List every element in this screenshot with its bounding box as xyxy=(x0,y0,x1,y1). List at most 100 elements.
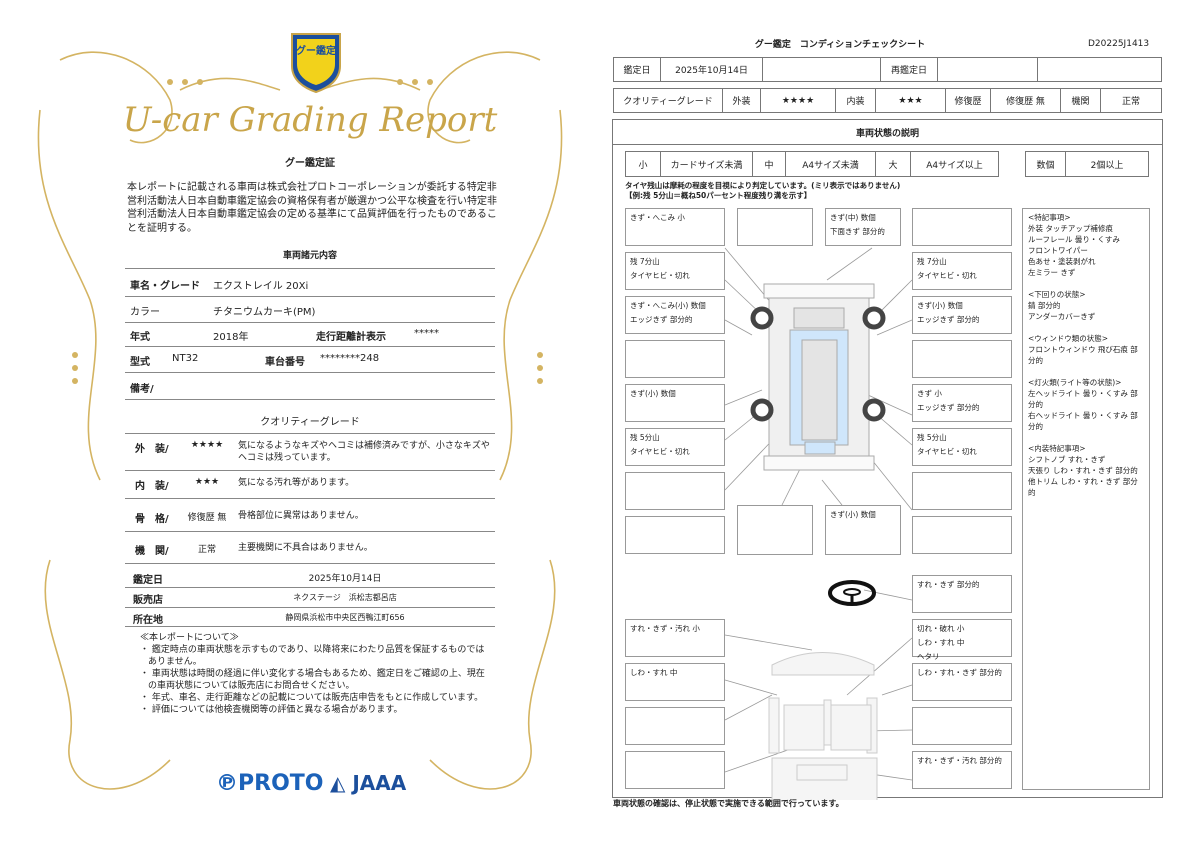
ext-value: ★★★★ xyxy=(760,88,836,113)
grade-row-label: 外 装/ xyxy=(135,444,169,455)
color-label: カラー xyxy=(130,307,160,318)
logo-text: グー鑑定 xyxy=(296,46,336,57)
remarks-label: 備考/ xyxy=(130,384,154,395)
model-value: NT32 xyxy=(172,353,199,364)
year-value: 2018年 xyxy=(213,332,249,343)
condition-box: すれ・きず 部分的 xyxy=(912,575,1012,613)
sheet-title: グー鑑定 コンディションチェックシート xyxy=(754,40,926,50)
condition-box xyxy=(625,472,725,510)
blank-cell xyxy=(762,57,881,82)
condition-box: 残 5分山 タイヤヒビ・切れ xyxy=(625,428,725,466)
car-top-view xyxy=(763,283,875,471)
condition-box: きず(小) 数個 エッジきず 部分的 xyxy=(912,296,1012,334)
year-label: 年式 xyxy=(130,332,150,343)
condition-box: しわ・すれ・きず 部分的 xyxy=(912,663,1012,701)
chassis-label: 車台番号 xyxy=(265,357,305,368)
count-value: 2個以上 xyxy=(1065,151,1149,177)
engine-value: 正常 xyxy=(1100,88,1162,113)
repair-label: 修復歴 xyxy=(945,88,991,113)
condition-box: すれ・きず・汚れ 部分的 xyxy=(912,751,1012,789)
size-legend-cell: カードサイズ未満 xyxy=(660,151,753,177)
condition-box xyxy=(912,516,1012,554)
car-interior-view xyxy=(768,652,878,800)
grade-row-label: 内 装/ xyxy=(135,481,169,492)
tire-note-1: タイヤ残山は摩耗の程度を目視により判定しています。(ミリ表示ではありません) xyxy=(625,181,901,190)
size-legend-cell: A4サイズ未満 xyxy=(785,151,876,177)
grade-row-label: 骨 格/ xyxy=(135,514,169,525)
address-label: 所在地 xyxy=(133,615,163,626)
condition-box xyxy=(625,516,725,554)
size-legend-cell: A4サイズ以上 xyxy=(910,151,999,177)
grade-row-label: 機 関/ xyxy=(135,546,169,557)
inspect-date-label: 鑑定日 xyxy=(613,57,661,82)
date-label: 鑑定日 xyxy=(133,575,163,586)
about-item: ・ 評価については他検査機関等の評価と異なる場合があります。 xyxy=(140,705,403,715)
condition-box: きず(中) 数個 下面きず 部分的 xyxy=(825,208,901,246)
condition-box: 残 7分山 タイヤヒビ・切れ xyxy=(912,252,1012,290)
vehicle-diagram xyxy=(724,247,913,800)
jaaa-logo: ◭ JAAA xyxy=(330,771,407,795)
cert-heading: グー鑑定証 xyxy=(285,158,335,169)
goo-kantei-logo xyxy=(291,33,341,94)
repair-value: 修復歴 無 xyxy=(990,88,1061,113)
size-legend-cell: 大 xyxy=(875,151,911,177)
about-item: ・ 車両状態は時間の経過に伴い変化する場合もあるため、鑑定日をご確認の上、現在の… xyxy=(140,669,485,691)
shop-label: 販売店 xyxy=(133,595,163,606)
ext-label: 外装 xyxy=(722,88,761,113)
about-item: ・ 年式、車名、走行距離などの記載については販売店申告をもとに作成しています。 xyxy=(140,693,484,703)
condition-box: きず・へこみ 小 xyxy=(625,208,725,246)
reinspect-value xyxy=(937,57,1038,82)
condition-box xyxy=(912,472,1012,510)
count-label: 数個 xyxy=(1025,151,1066,177)
condition-box xyxy=(912,707,1012,745)
grade-row-value: ★★★★ xyxy=(190,440,224,450)
grade-row-desc: 気になるようなキズやヘコミは補修済みですが、小さなキズやヘコミは残っています。 xyxy=(238,441,490,463)
condition-box: 切れ・破れ 小 しわ・すれ 中 ヘタリ xyxy=(912,619,1012,661)
about-heading: ≪本レポートについて≫ xyxy=(140,633,239,643)
engine-label: 機関 xyxy=(1060,88,1101,113)
report-title: U-car Grading Report xyxy=(122,100,498,140)
grade-row-desc: 主要機関に不具合はありません。 xyxy=(238,543,373,553)
about-section: ≪本レポートについて≫ ・ 鑑定時点の車両状態を示すものであり、以降将来にわたり… xyxy=(140,632,490,716)
color-value: チタニウムカーキ(PM) xyxy=(213,307,316,318)
grade-label: クオリティーグレード xyxy=(613,88,723,113)
doc-id: D20225J1413 xyxy=(1088,39,1150,49)
condition-box: きず(小) 数個 xyxy=(625,384,725,422)
shop-value: ネクステージ 浜松志都呂店 xyxy=(293,593,397,602)
grade-row-value: ★★★ xyxy=(194,477,220,487)
condition-box xyxy=(737,505,813,555)
about-item: ・ 鑑定時点の車両状態を示すものであり、以降将来にわたり品質を保証するものではあ… xyxy=(140,645,485,667)
gold-ornament-frame xyxy=(37,51,563,790)
reinspect-label: 再鑑定日 xyxy=(880,57,938,82)
condition-box: しわ・すれ 中 xyxy=(625,663,725,701)
mileage-value: ***** xyxy=(414,328,439,339)
grade-heading: クオリティーグレード xyxy=(260,417,360,428)
section-title: 車両状態の説明 xyxy=(612,119,1163,145)
condition-box xyxy=(625,340,725,378)
date-value: 2025年10月14日 xyxy=(308,574,382,584)
grade-row-value: 修復歴 無 xyxy=(187,513,227,523)
condition-box xyxy=(737,208,813,246)
name-label: 車名・グレード xyxy=(130,281,200,292)
grade-row-desc: 骨格部位に異常はありません。 xyxy=(238,511,364,521)
condition-box xyxy=(625,751,725,789)
condition-box: きず(小) 数個 xyxy=(825,505,901,555)
mileage-label: 走行距離計表示 xyxy=(316,332,386,343)
condition-box: 残 5分山 タイヤヒビ・切れ xyxy=(912,428,1012,466)
tire-icons xyxy=(750,306,886,422)
size-legend-cell: 小 xyxy=(625,151,661,177)
model-label: 型式 xyxy=(130,357,150,368)
condition-box: きず 小 エッジきず 部分的 xyxy=(912,384,1012,422)
spec-heading: 車両諸元内容 xyxy=(282,251,337,261)
address-value: 静岡県浜松市中央区西鴨江町656 xyxy=(285,613,405,622)
blank-cell xyxy=(1037,57,1162,82)
special-notes: <特記事項> 外装 タッチアップ補修痕 ルーフレール 曇り・くすみ フロントワイ… xyxy=(1022,208,1150,790)
int-label: 内装 xyxy=(835,88,876,113)
condition-box: すれ・きず・汚れ 小 xyxy=(625,619,725,657)
inspect-date-value: 2025年10月14日 xyxy=(660,57,763,82)
condition-box: きず・へこみ(小) 数個 エッジきず 部分的 xyxy=(625,296,725,334)
footer-note: 車両状態の確認は、停止状態で実施できる範囲で行っています。 xyxy=(613,799,844,808)
condition-box: 残 7分山 タイヤヒビ・切れ xyxy=(625,252,725,290)
int-value: ★★★ xyxy=(875,88,946,113)
grade-row-value: 正常 xyxy=(197,545,216,555)
